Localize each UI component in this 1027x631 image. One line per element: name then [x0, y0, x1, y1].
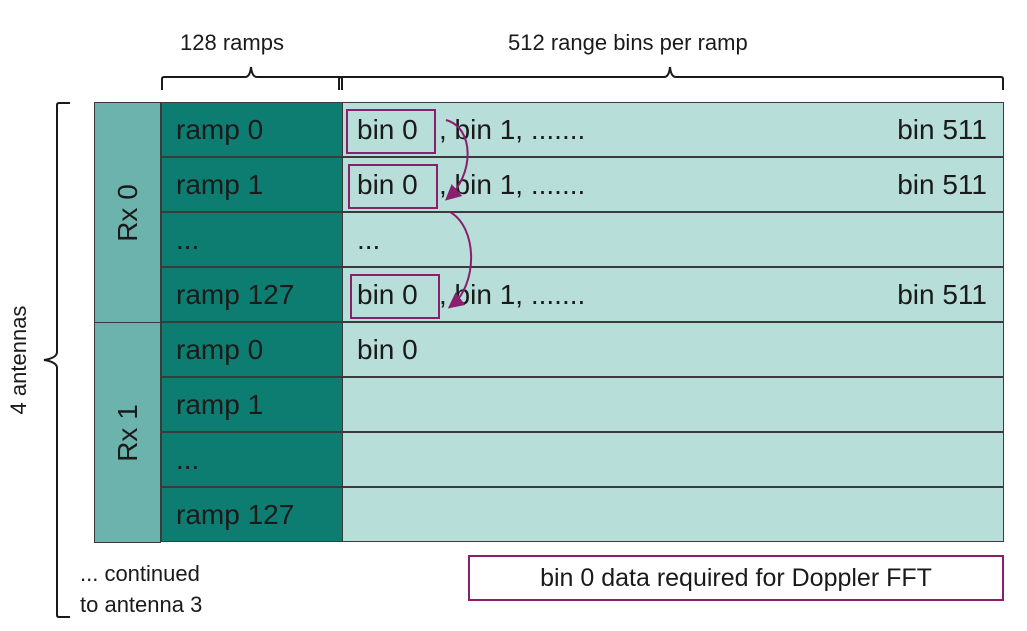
bin-511-text: bin 511 [897, 279, 987, 310]
bin-511-text: bin 511 [897, 169, 987, 200]
ramp-cell: ... [161, 212, 343, 267]
continued-note: ... continued to antenna 3 [80, 558, 202, 620]
antennas-brace [40, 102, 72, 618]
range-bins-label: 512 range bins per ramp [508, 30, 748, 55]
continued-line-2: to antenna 3 [80, 592, 203, 617]
bin-0-text: bin 0 [357, 169, 418, 200]
legend-box: bin 0 data required for Doppler FFT [468, 555, 1004, 601]
bins-row [342, 432, 1004, 487]
continued-line-1: ... continued [80, 561, 200, 586]
bins-row: ... [342, 212, 1004, 267]
bin-1-text: , bin 1, ....... [439, 114, 586, 145]
bins-row [342, 377, 1004, 432]
ramp-cell: ... [161, 432, 343, 487]
curved-arrow [447, 211, 473, 309]
ramp-cell: ramp 1 [161, 157, 343, 212]
bin0-highlight-box [346, 109, 436, 154]
ramp-cell: ramp 0 [161, 322, 343, 377]
bin-0-text: bin 0 [357, 334, 418, 365]
bin-0-text: bin 0 [357, 114, 418, 145]
ramp-cell: ramp 0 [161, 102, 343, 157]
ramp-cell: ramp 127 [161, 267, 343, 322]
range-bins-brace [338, 66, 1004, 92]
bins-row: bin 0 , bin 1, ....... bin 511 [342, 102, 1004, 157]
bin0-highlight-box [350, 274, 440, 319]
bin-0-text: bin 0 [357, 279, 418, 310]
ramps-count-label: 128 ramps [180, 30, 284, 55]
rx0-column: Rx 0 [94, 102, 161, 323]
curved-arrow [445, 119, 469, 201]
bin-ellipsis-text: ... [357, 224, 381, 255]
bins-row [342, 487, 1004, 542]
bin0-highlight-box [348, 164, 438, 209]
ramp-cell: ramp 1 [161, 377, 343, 432]
rx1-column: Rx 1 [94, 322, 161, 543]
bin-511-text: bin 511 [897, 114, 987, 145]
bins-row: bin 0 , bin 1, ....... bin 511 [342, 157, 1004, 212]
ramp-cell: ramp 127 [161, 487, 343, 542]
bins-row: bin 0 [342, 322, 1004, 377]
